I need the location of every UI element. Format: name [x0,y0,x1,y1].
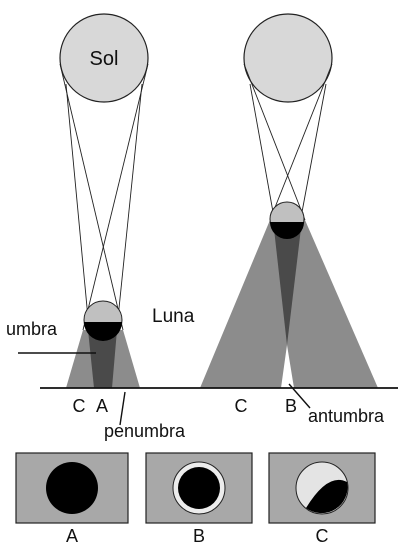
right-sun [244,14,332,102]
panel-b-moon-disc [178,467,220,509]
left-label-c: C [73,396,86,416]
left-tangent-lines [60,64,148,330]
umbra-label: umbra [6,319,58,339]
panel-c-label: C [316,526,329,546]
penumbra-label: penumbra [104,421,186,441]
antumbra-label: antumbra [308,406,385,426]
sun-label: Sol [90,48,119,70]
panel-a-total-eclipse [46,462,98,514]
panel-a [16,453,128,523]
right-moon [270,202,304,239]
moon-label: Luna [152,306,195,327]
right-eclipse-setup [200,14,378,388]
panel-a-label: A [66,526,78,546]
right-label-c: C [235,396,248,416]
panel-c [269,453,375,523]
left-eclipse-setup: Sol [60,14,148,388]
panel-b [146,453,252,523]
left-moon [84,301,122,341]
right-label-b: B [285,396,297,416]
panel-b-label: B [193,526,205,546]
left-label-a: A [96,396,108,416]
